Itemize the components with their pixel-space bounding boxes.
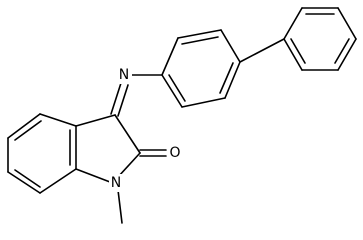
carbonyl-double-bond bbox=[139, 149, 167, 157]
imine-double-bond bbox=[110, 82, 129, 117]
carbonyl-oxygen-label: O bbox=[169, 145, 180, 161]
terminal-phenyl-ring bbox=[283, 7, 357, 71]
imine-nitrogen-label: N bbox=[119, 67, 129, 83]
benzo-ring bbox=[7, 113, 77, 194]
molecule-svg: N O N bbox=[7, 7, 357, 224]
ring-nitrogen-label: N bbox=[111, 175, 121, 191]
structure-drawing: N O N bbox=[7, 7, 357, 224]
biaryl-bond bbox=[239, 38, 285, 63]
phenylene-ring bbox=[161, 29, 241, 108]
lactam-ring bbox=[75, 114, 141, 183]
n-methyl-bond bbox=[117, 189, 123, 224]
